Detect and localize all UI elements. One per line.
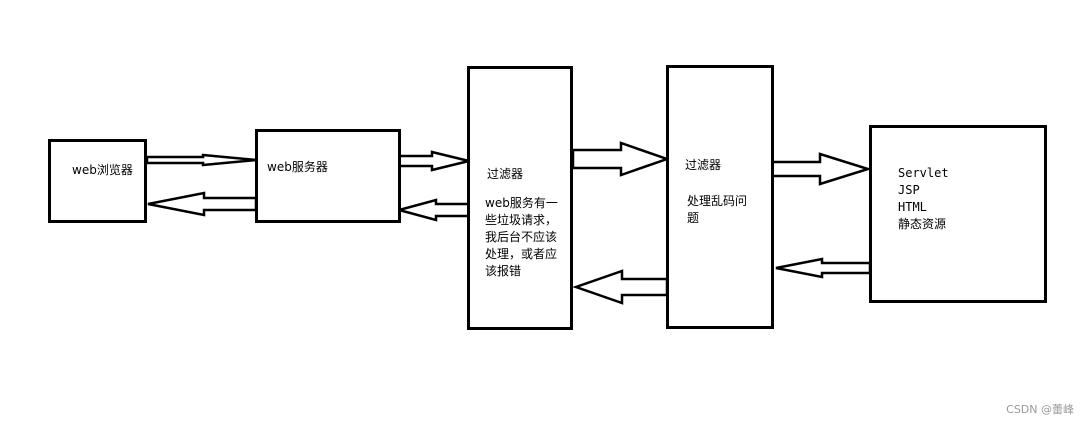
filter1-desc-line: 我后台不应该	[485, 230, 558, 244]
arrow-filter2-to-resources	[770, 152, 873, 186]
csdn-watermark: CSDN @蕾峰	[1006, 403, 1074, 416]
filter1-desc-line: 处理，或者应	[485, 247, 558, 261]
filter2-desc-line: 处理乱码问	[687, 194, 748, 208]
resource-servlet: Servlet	[898, 166, 949, 180]
resource-jsp: JSP	[898, 183, 920, 197]
filter1-desc-line: 该报错	[485, 264, 522, 278]
filter1-box: 过滤器 web服务有一 些垃圾请求， 我后台不应该 处理，或者应 该报错	[467, 66, 573, 330]
arrow-browser-to-server	[145, 153, 257, 167]
arrow-server-to-browser	[147, 191, 258, 217]
arrow-resources-to-filter2	[775, 257, 872, 279]
web-browser-label: web浏览器	[72, 163, 133, 177]
filter2-title: 过滤器	[685, 158, 722, 172]
filter2-box: 过滤器 处理乱码问 题	[666, 65, 774, 329]
filter1-desc-line: web服务有一	[485, 196, 558, 210]
resources-box: Servlet JSP HTML 静态资源	[869, 125, 1047, 303]
resource-static: 静态资源	[898, 217, 947, 231]
filter1-title: 过滤器	[487, 167, 524, 181]
web-server-box: web服务器	[255, 129, 401, 223]
arrow-filter1-to-filter2	[571, 141, 671, 177]
web-browser-box: web浏览器	[48, 139, 147, 223]
resource-html: HTML	[898, 200, 927, 214]
arrow-filter1-to-server	[394, 198, 471, 222]
filter1-desc-line: 些垃圾请求，	[485, 213, 558, 227]
arrow-server-to-filter1	[396, 150, 470, 172]
web-server-label: web服务器	[267, 160, 328, 174]
filter2-desc-line: 题	[687, 211, 700, 225]
arrow-filter2-to-filter1	[572, 269, 669, 305]
